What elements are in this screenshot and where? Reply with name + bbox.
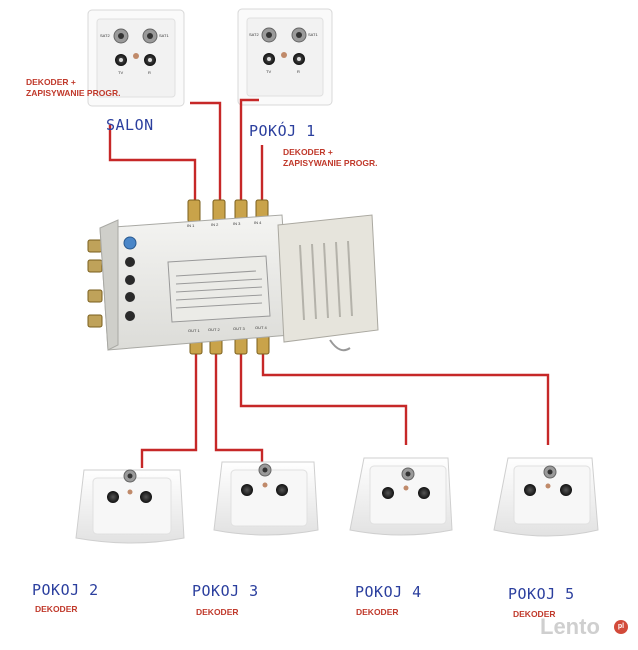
cable-out-3 [239,345,408,445]
wall-outlet-pokoj2 [75,469,185,544]
watermark-pl-badge: pl [614,620,628,634]
salon-note: DEKODER + ZAPISYWANIE PROGR. [26,77,121,98]
room-label-pokoj5: POKOJ 5 [508,585,575,603]
input-label: IN 1 [187,223,195,228]
wall-outlet-pokoj4 [349,457,453,536]
room-label-pokoj1: POKÓJ 1 [249,122,316,140]
dekoder-pokoj4: DEKODER [356,607,399,617]
room-label-pokoj2: POKOJ 2 [32,581,99,599]
output-label: OUT 2 [208,327,220,332]
cable-salon-2 [190,101,222,205]
multiswitch [87,199,379,355]
port-label: TV [118,70,124,75]
cables [108,98,550,468]
port-label: TV [266,69,272,74]
room-label-pokoj3: POKOJ 3 [192,582,259,600]
cable-out-1 [140,345,198,468]
port-label: R [148,70,151,75]
wall-outlet-salon [87,9,185,107]
output-label: OUT 3 [233,326,245,331]
wall-outlet-pokoj3 [213,461,319,536]
dekoder-pokoj5: DEKODER [513,609,556,619]
port-label: SAT1 [308,32,318,37]
port-label: SAT2 [249,32,259,37]
room-label-salon: SALON [106,116,154,134]
cable-out-4 [261,345,550,445]
port-label: SAT2 [100,33,110,38]
dekoder-pokoj2: DEKODER [35,604,78,614]
pokoj1-note: DEKODER + ZAPISYWANIE PROGR. [283,147,378,168]
wall-outlet-pokoj5 [493,457,599,537]
output-label: OUT 1 [188,328,200,333]
dekoder-pokoj3: DEKODER [196,607,239,617]
cable-pokoj1-1 [239,98,259,205]
wall-outlet-pokoj1 [237,8,333,106]
input-label: IN 4 [254,220,262,225]
output-label: OUT 4 [255,325,267,330]
port-label: R [297,69,300,74]
cable-out-2 [214,345,264,465]
input-label: IN 3 [233,221,241,226]
port-label: SAT1 [159,33,169,38]
cable-salon-1 [108,125,197,205]
watermark-brand: Lento [540,614,600,639]
input-label: IN 2 [211,222,219,227]
room-label-pokoj4: POKOJ 4 [355,583,422,601]
